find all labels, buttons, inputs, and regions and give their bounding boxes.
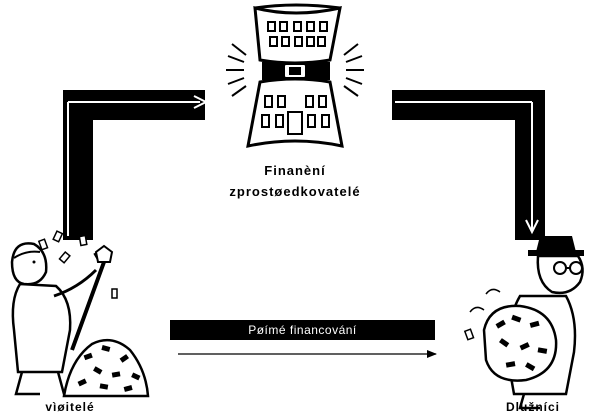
- intermediary-label: Finanèní zprostøedkovatelé: [200, 160, 390, 202]
- intermediary-label-line1: Finanèní: [200, 160, 390, 181]
- person-shoveling-money-icon: [12, 231, 148, 396]
- borrowers-label: Dlužníci: [478, 400, 588, 414]
- bank-building-icon: [226, 5, 364, 146]
- lenders-to-intermediary-flow: [63, 90, 206, 240]
- intermediary-to-borrowers-flow: [392, 90, 545, 240]
- intermediary-label-line2: zprostøedkovatelé: [200, 181, 390, 202]
- lenders-label: vìøitelé: [10, 400, 130, 414]
- person-holding-money-icon: [465, 236, 584, 408]
- direct-financing-label: Pøímé financování: [170, 320, 435, 340]
